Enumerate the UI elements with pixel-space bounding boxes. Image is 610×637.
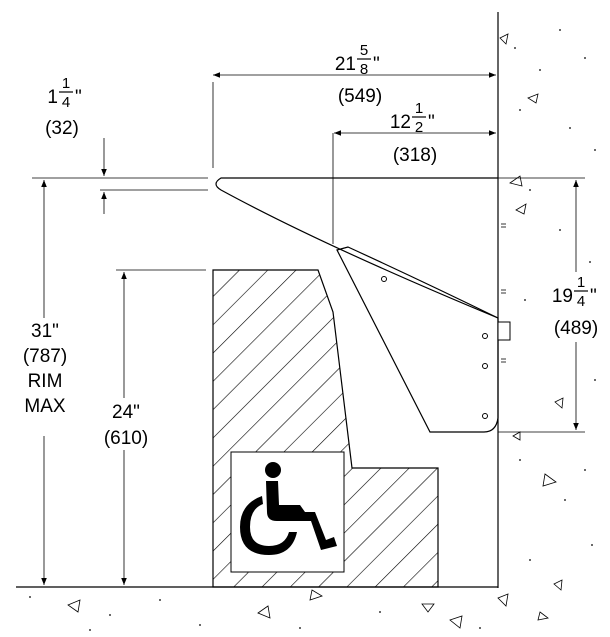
wheelchair-icon bbox=[240, 462, 337, 555]
floor-triangles bbox=[67, 589, 509, 629]
dim-overall-depth-den: 8 bbox=[360, 61, 368, 78]
dim-rim-offset-num: 1 bbox=[62, 75, 70, 92]
dim-rim-offset-unit: " bbox=[75, 87, 82, 108]
dim-bowl-height-den: 4 bbox=[577, 293, 585, 310]
dim-overall-depth-unit: " bbox=[373, 54, 380, 75]
dim-bowl-height: 19 1 4 " (489) bbox=[542, 272, 608, 342]
dim-overall-depth-metric: (549) bbox=[338, 86, 382, 107]
wall-mount bbox=[381, 223, 511, 419]
dim-bowl-height-num: 1 bbox=[577, 274, 585, 291]
dim-rim-height-metric: (787) bbox=[23, 346, 67, 367]
dim-bracket-depth-unit: " bbox=[428, 112, 435, 133]
dim-rim-height: 31" (787) RIM MAX bbox=[14, 318, 76, 436]
dim-bowl-height-whole: 19 bbox=[552, 286, 573, 307]
dim-overall-depth-num: 5 bbox=[360, 42, 368, 59]
dim-bowl-height-unit: " bbox=[590, 286, 597, 307]
wall-triangles bbox=[499, 33, 564, 621]
dim-bracket-depth-den: 2 bbox=[415, 119, 423, 136]
dim-bowl-height-metric: (489) bbox=[554, 318, 598, 339]
dim-overall-depth-whole: 21 bbox=[335, 54, 356, 75]
dim-overall-depth: 21 5 8 " (549) bbox=[335, 42, 382, 107]
dim-knee-height: 24" (610) bbox=[96, 398, 156, 450]
dim-rim-height-label1: RIM bbox=[28, 371, 63, 392]
dim-bracket-depth-num: 1 bbox=[415, 100, 423, 117]
floor bbox=[16, 586, 509, 631]
dim-knee-height-value: 24" bbox=[112, 402, 140, 423]
wall-texture bbox=[514, 29, 596, 561]
dim-bracket-depth-whole: 12 bbox=[390, 112, 411, 133]
dim-rim-offset-metric: (32) bbox=[45, 118, 79, 139]
wall bbox=[497, 12, 596, 621]
dim-rim-offset: 1 1 4 " (32) bbox=[45, 75, 82, 139]
accessibility-symbol bbox=[230, 451, 345, 573]
fountain-basin bbox=[215, 177, 499, 319]
dim-knee-height-metric: (610) bbox=[104, 428, 148, 449]
dim-bracket-depth-metric: (318) bbox=[393, 145, 437, 166]
dim-rim-height-value: 31" bbox=[31, 321, 59, 342]
fountain-bracket bbox=[336, 246, 499, 433]
dim-bracket-depth: 12 1 2 " (318) bbox=[390, 100, 437, 166]
floor-dots bbox=[29, 596, 481, 631]
extension-lines bbox=[32, 82, 585, 433]
dim-rim-offset-whole: 1 bbox=[47, 87, 58, 108]
dim-rim-offset-den: 4 bbox=[62, 94, 70, 111]
dim-rim-height-label2: MAX bbox=[24, 396, 66, 417]
